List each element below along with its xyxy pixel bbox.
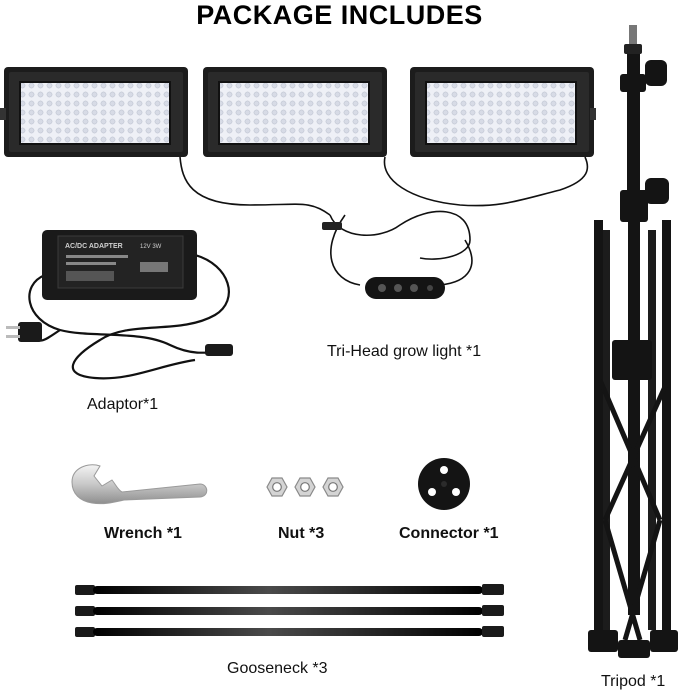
tripod-label: Tripod *1 (601, 673, 666, 690)
light-panel-left (0, 67, 188, 157)
adaptor-image: AC/DC ADAPTER 12V 3W (6, 230, 233, 380)
connector-image (418, 458, 470, 510)
grow-light-label: Tri-Head grow light *1 (327, 343, 482, 360)
adaptor-brand-text: AC/DC ADAPTER (65, 243, 123, 250)
plug (6, 322, 42, 342)
nut-label: Nut *3 (278, 525, 325, 542)
tripod-image (588, 25, 678, 658)
connector-label: Connector *1 (399, 525, 499, 542)
light-cables (179, 156, 589, 286)
gooseneck-label: Gooseneck *3 (227, 660, 328, 677)
light-panel-right (410, 67, 596, 157)
dimmer-controller (365, 277, 445, 299)
gooseneck-image (75, 584, 504, 637)
page-title: PACKAGE INCLUDES (196, 0, 483, 30)
grow-light-panels (0, 67, 596, 299)
adaptor-spec-text: 12V 3W (140, 244, 162, 250)
light-panel-middle (203, 67, 387, 157)
wrench-image (71, 464, 208, 505)
wrench-label: Wrench *1 (104, 525, 182, 542)
nuts-image (266, 477, 344, 497)
adaptor-label: Adaptor*1 (87, 396, 159, 413)
